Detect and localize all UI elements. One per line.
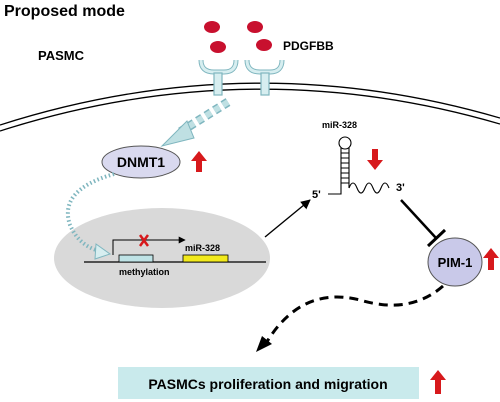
receptor-to-dnmt1-arrow (160, 98, 231, 147)
up-arrow-icon (430, 370, 446, 394)
receptor-stem (260, 72, 270, 96)
dashed-arrowhead-icon (160, 120, 195, 147)
diagram-title: Proposed mode (4, 3, 125, 20)
ligand-icon (247, 21, 263, 33)
down-arrow-icon (367, 149, 383, 170)
nucleus-to-mirna-arrow (264, 199, 311, 238)
mirna-label: miR-328 (322, 120, 357, 130)
methylation-site (118, 254, 154, 263)
ligand-label: PDGFBB (283, 39, 334, 53)
up-arrow-icon (483, 248, 499, 270)
cell-membrane (0, 82, 500, 126)
five-prime-label: 5' (312, 189, 321, 201)
three-prime-label: 3' (396, 182, 405, 194)
dotted-arrowhead-icon (94, 243, 112, 260)
ligand-icon (210, 41, 226, 53)
nucleus (54, 208, 270, 308)
up-arrow-icon (191, 151, 207, 172)
cross-mark-icon (138, 234, 150, 247)
ligand-icon (204, 21, 220, 33)
receptor-stem (213, 72, 223, 96)
outcome-box (118, 367, 419, 399)
outcome-label: PASMCs proliferation and migration (148, 376, 387, 392)
cell-membrane-inner (0, 88, 500, 132)
receptor-left (198, 59, 239, 96)
dnmt1-label: DNMT1 (117, 154, 165, 170)
transcription-start-arrow (112, 236, 186, 255)
dnmt1-node (101, 145, 181, 179)
mir328-gene-box (182, 254, 229, 263)
inhibition-line (400, 199, 437, 239)
methylation-label: methylation (119, 267, 170, 277)
dashed-arrowhead-icon (256, 336, 272, 352)
dnmt1-to-dna-arrow (65, 172, 115, 254)
pim1-label: PIM-1 (438, 255, 473, 270)
pim1-to-outcome-arrow (263, 284, 444, 346)
ligand-icon (256, 39, 272, 51)
receptor-right (244, 59, 285, 96)
ligand-cluster (204, 21, 272, 53)
cell-label: PASMC (38, 48, 85, 63)
inhibition-bar-icon (426, 228, 447, 248)
pim1-node (427, 237, 483, 287)
gene-label: miR-328 (185, 243, 220, 253)
mirna-hairpin-icon (328, 136, 390, 195)
